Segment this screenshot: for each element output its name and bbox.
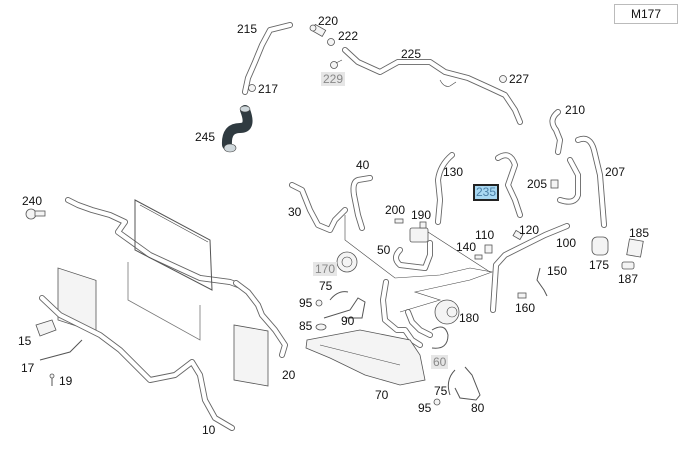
central-coolant-pipes[interactable] xyxy=(380,279,433,348)
part-17-bracket[interactable] xyxy=(39,339,83,361)
callout-95-upper[interactable]: 95 xyxy=(299,296,313,310)
callout-19[interactable]: 19 xyxy=(59,374,73,388)
callout-185[interactable]: 185 xyxy=(629,226,650,240)
part-15-pad[interactable] xyxy=(35,319,57,337)
part-245-hose[interactable] xyxy=(221,105,253,153)
main-radiator[interactable] xyxy=(127,199,213,341)
part-110-clip[interactable] xyxy=(484,244,493,254)
callout-225[interactable]: 225 xyxy=(401,47,422,61)
part-30-hose[interactable] xyxy=(289,182,348,233)
callout-20[interactable]: 20 xyxy=(282,368,296,382)
callout-85[interactable]: 85 xyxy=(299,319,313,333)
callout-187[interactable]: 187 xyxy=(618,272,639,286)
callout-205[interactable]: 205 xyxy=(527,177,548,191)
callout-245[interactable]: 245 xyxy=(195,130,216,144)
part-100-pipe[interactable] xyxy=(490,223,570,313)
callout-227[interactable]: 227 xyxy=(509,72,530,86)
callout-60[interactable]: 60 xyxy=(431,355,449,369)
part-85-grommet[interactable] xyxy=(315,323,327,331)
part-120-sensor[interactable] xyxy=(512,229,524,241)
auxiliary-radiator-right[interactable] xyxy=(233,324,269,387)
leader-line xyxy=(344,215,494,313)
callout-120[interactable]: 120 xyxy=(519,223,540,237)
upper-radiator-hose[interactable] xyxy=(65,197,241,288)
part-95-nut-upper[interactable] xyxy=(315,299,323,307)
callout-229[interactable]: 229 xyxy=(321,72,346,86)
part-90-bracket[interactable] xyxy=(323,297,366,319)
part-187-clip[interactable] xyxy=(621,261,635,270)
part-20-hose[interactable] xyxy=(233,280,288,358)
callout-75-lower[interactable]: 75 xyxy=(434,384,448,398)
part-140-bolt[interactable] xyxy=(474,254,483,260)
part-220-fitting[interactable] xyxy=(309,23,327,38)
part-40-hose[interactable] xyxy=(350,175,373,231)
part-75-clamp-lower[interactable] xyxy=(447,369,456,396)
callout-217[interactable]: 217 xyxy=(258,82,279,96)
callout-190[interactable]: 190 xyxy=(411,208,432,222)
callout-10[interactable]: 10 xyxy=(202,423,216,437)
callout-100[interactable]: 100 xyxy=(556,236,577,250)
part-175-housing[interactable] xyxy=(591,236,609,256)
callout-17[interactable]: 17 xyxy=(21,361,35,375)
part-70-underbody-panel[interactable] xyxy=(305,329,426,386)
callout-50[interactable]: 50 xyxy=(377,243,391,257)
leader-line xyxy=(427,231,491,273)
callout-170[interactable]: 170 xyxy=(313,262,338,276)
part-240-bolt[interactable] xyxy=(25,208,46,220)
callout-160[interactable]: 160 xyxy=(515,301,536,315)
callout-75-upper[interactable]: 75 xyxy=(319,279,333,293)
part-150-sensor[interactable] xyxy=(536,267,548,297)
part-185-bracket[interactable] xyxy=(626,238,644,258)
callout-95-lower[interactable]: 95 xyxy=(418,401,432,415)
callout-215[interactable]: 215 xyxy=(237,22,258,36)
part-190-valve[interactable] xyxy=(409,221,429,243)
callout-235-selected[interactable]: 235 xyxy=(473,184,500,201)
part-50-hose[interactable] xyxy=(393,240,433,271)
part-200-bolt[interactable] xyxy=(394,218,404,224)
callout-40[interactable]: 40 xyxy=(356,158,370,172)
part-180-pump[interactable] xyxy=(434,299,460,325)
callout-220[interactable]: 220 xyxy=(318,14,339,28)
callout-30[interactable]: 30 xyxy=(288,205,302,219)
callout-222[interactable]: 222 xyxy=(338,29,359,43)
engine-model-badge: M177 xyxy=(614,4,678,24)
part-80-bracket[interactable] xyxy=(454,366,481,401)
callout-90[interactable]: 90 xyxy=(341,314,355,328)
part-235-hose[interactable] xyxy=(495,152,523,218)
callout-110[interactable]: 110 xyxy=(475,228,495,242)
callout-15[interactable]: 15 xyxy=(18,334,32,348)
part-207-hose[interactable] xyxy=(575,135,607,228)
part-19-screw[interactable] xyxy=(49,373,55,386)
part-210-hose[interactable] xyxy=(549,109,563,155)
part-229-bolt[interactable] xyxy=(330,59,343,69)
callout-210[interactable]: 210 xyxy=(565,103,586,117)
callout-80[interactable]: 80 xyxy=(471,401,485,415)
callout-130[interactable]: 130 xyxy=(443,165,464,179)
callout-150[interactable]: 150 xyxy=(547,264,568,278)
callout-175[interactable]: 175 xyxy=(589,258,610,272)
part-75-clamp-upper[interactable] xyxy=(329,291,349,301)
callout-207[interactable]: 207 xyxy=(605,165,626,179)
part-205-hose[interactable] xyxy=(550,157,581,205)
part-130-hose[interactable] xyxy=(435,152,455,225)
part-215-pipe[interactable] xyxy=(242,22,293,95)
part-160-bolt[interactable] xyxy=(517,292,527,299)
part-222-clip[interactable] xyxy=(327,38,335,46)
lower-radiator-hose[interactable] xyxy=(39,295,235,431)
callout-200[interactable]: 200 xyxy=(385,203,406,217)
part-225-pipe[interactable] xyxy=(342,47,523,125)
part-60-hose[interactable] xyxy=(431,326,449,349)
part-217-nut[interactable] xyxy=(248,84,256,92)
part-227-nut[interactable] xyxy=(499,75,507,83)
callout-240[interactable]: 240 xyxy=(22,194,43,208)
part-170-pump[interactable] xyxy=(336,251,358,273)
callout-140[interactable]: 140 xyxy=(456,240,477,254)
part-95-nut-lower[interactable] xyxy=(433,398,441,406)
callout-70[interactable]: 70 xyxy=(375,388,389,402)
callout-180[interactable]: 180 xyxy=(459,311,480,325)
